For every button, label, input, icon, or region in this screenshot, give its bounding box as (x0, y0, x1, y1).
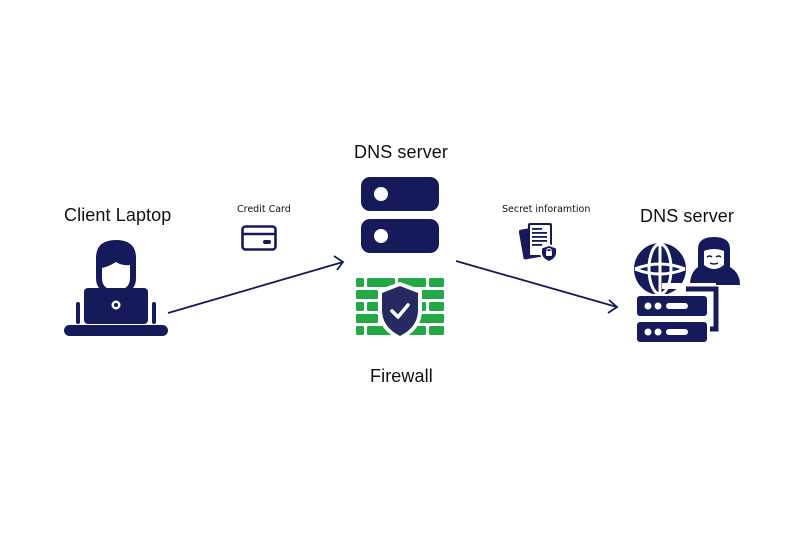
client-laptop-label: Client Laptop (64, 205, 172, 225)
secure-document-icon (519, 220, 559, 264)
server-stack-icon (361, 177, 439, 253)
dns-server-label: DNS server (354, 142, 449, 162)
globe-server-hacker-icon (632, 237, 740, 347)
credit-card-label: Credit Card (237, 204, 291, 215)
credit-card-icon (241, 225, 277, 251)
firewall-label: Firewall (370, 366, 433, 386)
secret-information-label: Secret inforamtion (502, 204, 591, 215)
person-with-laptop-icon (62, 238, 170, 338)
brick-wall-shield-check-icon (356, 278, 444, 346)
attacker-dns-server-label: DNS server (640, 206, 735, 226)
